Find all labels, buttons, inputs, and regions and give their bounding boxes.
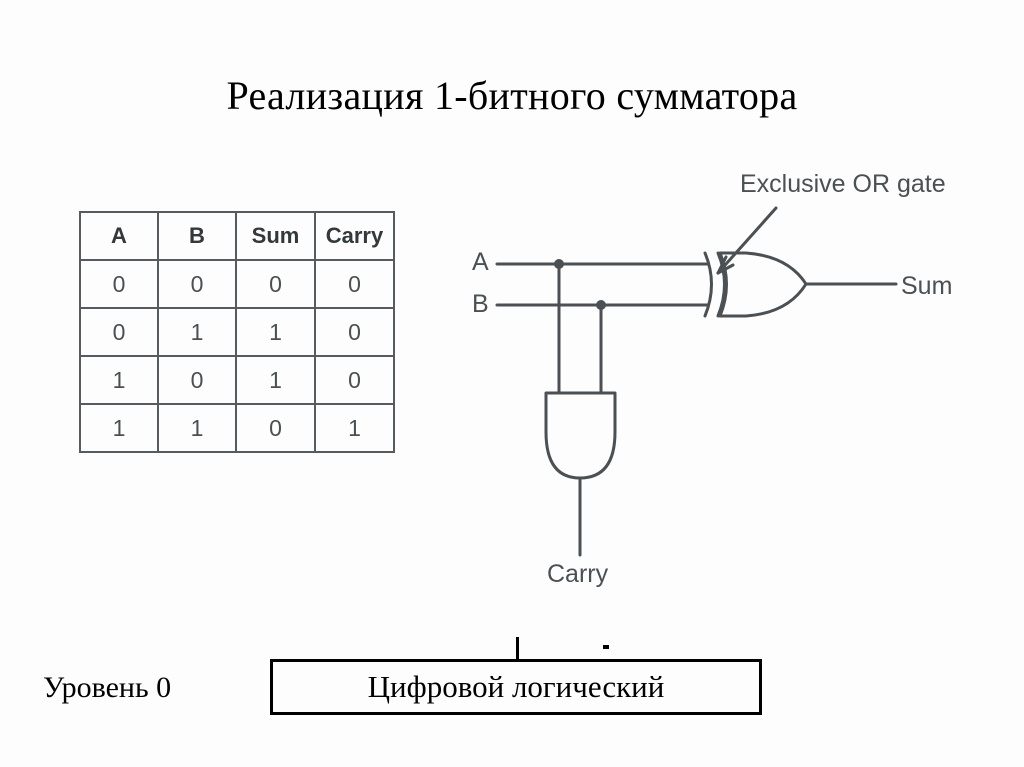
cell-b: 1 xyxy=(157,307,237,357)
circuit-input-label-b: B xyxy=(472,290,489,318)
layer-box-label: Цифровой логический xyxy=(367,669,665,704)
circuit-output-label-carry: Carry xyxy=(547,560,609,588)
cell-sum: 0 xyxy=(235,403,316,453)
page-title: Реализация 1-битного сумматора xyxy=(226,73,798,118)
table-header-row: A B Sum Carry xyxy=(79,211,395,261)
layer-box: Цифровой логический xyxy=(270,659,762,715)
annotation-arrow-line xyxy=(716,206,778,275)
cell-b: 0 xyxy=(157,259,237,309)
cell-a: 1 xyxy=(79,403,159,453)
column-header-b: B xyxy=(157,211,237,261)
cell-a: 0 xyxy=(79,307,159,357)
annotation-arrow-head xyxy=(716,255,735,275)
layer-box-tick-small-icon xyxy=(603,645,609,649)
circuit-output-label-sum: Sum xyxy=(901,272,953,300)
cell-carry: 0 xyxy=(314,259,395,309)
cell-carry: 0 xyxy=(314,307,395,357)
cell-sum: 1 xyxy=(235,355,316,405)
and-gate-body xyxy=(544,391,617,480)
table-row: 0 0 0 0 xyxy=(79,259,395,309)
table-row: 0 1 1 0 xyxy=(79,307,395,357)
circuit-svg xyxy=(495,206,898,557)
xor-gate-body xyxy=(718,251,808,318)
circuit-diagram: A B Sum Carry Exclusive OR gate xyxy=(450,160,980,620)
cell-carry: 0 xyxy=(314,355,395,405)
cell-a: 1 xyxy=(79,355,159,405)
table-row: 1 1 0 1 xyxy=(79,403,395,453)
junction-dot-b xyxy=(596,300,606,310)
truth-table: A B Sum Carry 0 0 0 0 0 1 1 0 1 0 1 xyxy=(79,211,395,453)
cell-sum: 1 xyxy=(235,307,316,357)
column-header-carry: Carry xyxy=(314,211,395,261)
layer-box-tick-icon xyxy=(516,637,519,659)
column-header-sum: Sum xyxy=(235,211,316,261)
junction-dot-a xyxy=(554,259,564,269)
level-label: Уровень 0 xyxy=(43,671,172,704)
cell-a: 0 xyxy=(79,259,159,309)
cell-b: 0 xyxy=(157,355,237,405)
circuit-input-label-a: A xyxy=(472,248,489,276)
column-header-a: A xyxy=(79,211,159,261)
xor-rear-arc xyxy=(703,251,713,318)
cell-b: 1 xyxy=(157,403,237,453)
table-row: 1 0 1 0 xyxy=(79,355,395,405)
circuit-annotation-xor-gate: Exclusive OR gate xyxy=(740,170,946,198)
cell-sum: 0 xyxy=(235,259,316,309)
xor-front-arc xyxy=(716,251,726,318)
cell-carry: 1 xyxy=(314,403,395,453)
